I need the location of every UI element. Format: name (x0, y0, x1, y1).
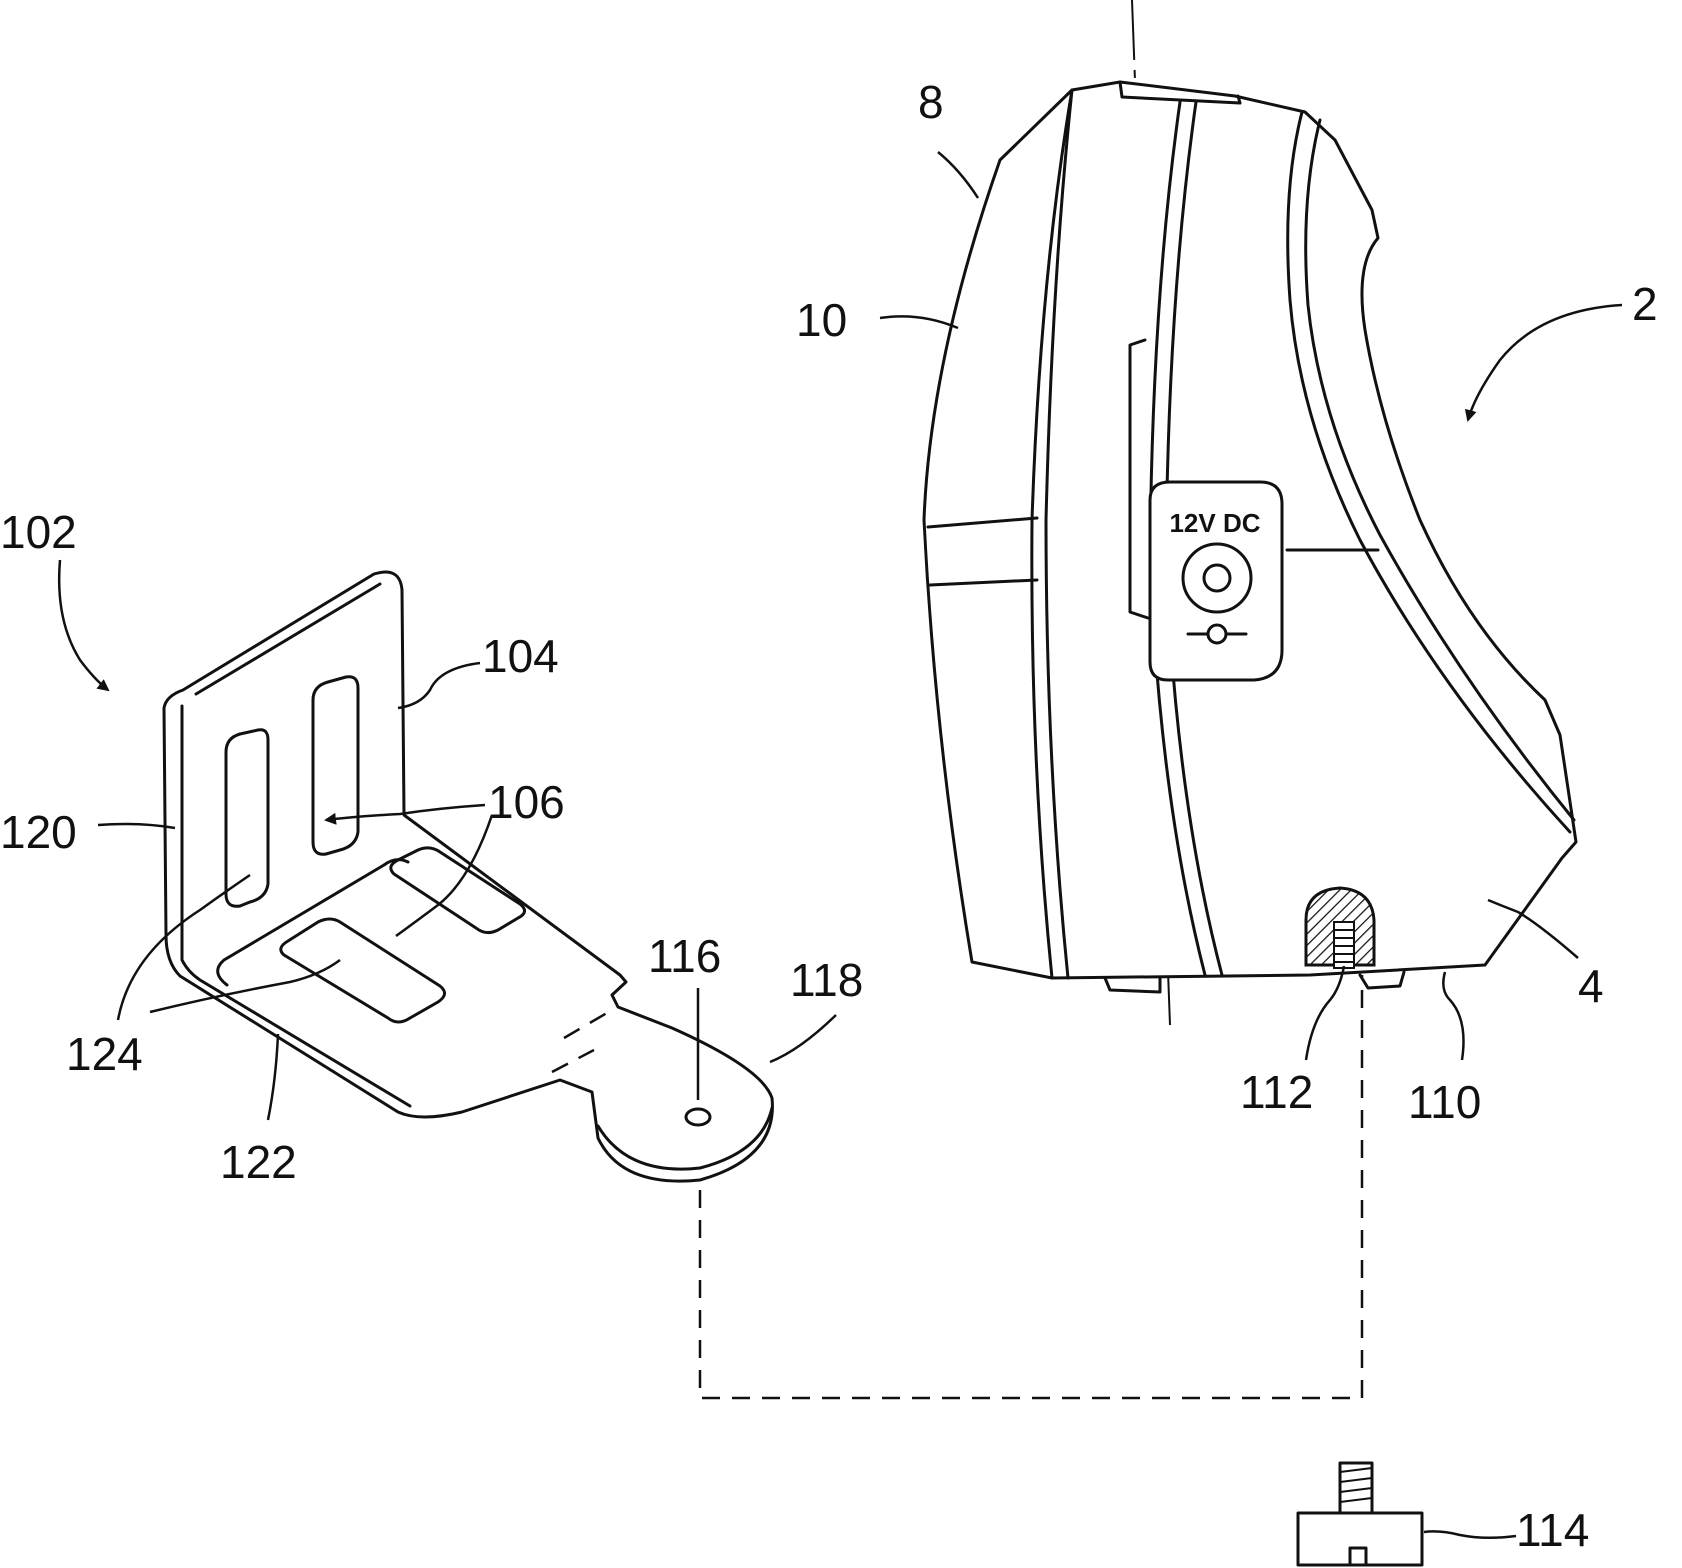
label-110: 110 (1408, 1076, 1481, 1128)
leader-2 (1468, 305, 1622, 420)
leader-112 (1306, 966, 1344, 1060)
assembly-path (700, 975, 1362, 1398)
leader-110 (1443, 972, 1463, 1060)
label-104: 104 (482, 630, 559, 682)
label-106: 106 (488, 776, 565, 828)
leader-114 (1424, 1531, 1516, 1537)
label-10: 10 (796, 294, 847, 346)
label-112: 112 (1240, 1066, 1313, 1118)
label-116: 116 (648, 930, 721, 982)
leader-8 (938, 152, 978, 198)
label-122: 122 (220, 1136, 297, 1188)
device-housing: 12V DC (924, 0, 1576, 1025)
label-8: 8 (918, 76, 944, 128)
bottom-foot-right (1360, 972, 1404, 988)
mounting-bracket (164, 572, 772, 1181)
leader-10 (880, 316, 958, 328)
label-124: 124 (66, 1028, 143, 1080)
label-102: 102 (0, 506, 77, 558)
leader-104 (398, 663, 480, 708)
mounting-screw (1298, 1463, 1422, 1565)
leader-120 (98, 824, 175, 828)
screw-head (1298, 1513, 1422, 1565)
leader-102 (59, 560, 108, 690)
bracket-body (164, 572, 772, 1181)
label-114: 114 (1516, 1504, 1589, 1556)
bottom-foot-left (1105, 978, 1160, 992)
label-2: 2 (1632, 278, 1658, 330)
jack-label: 12V DC (1169, 508, 1260, 538)
leader-122 (268, 1034, 278, 1120)
label-120: 120 (0, 806, 77, 858)
leader-118 (770, 1015, 836, 1062)
label-4: 4 (1578, 960, 1604, 1012)
label-118: 118 (790, 954, 863, 1006)
